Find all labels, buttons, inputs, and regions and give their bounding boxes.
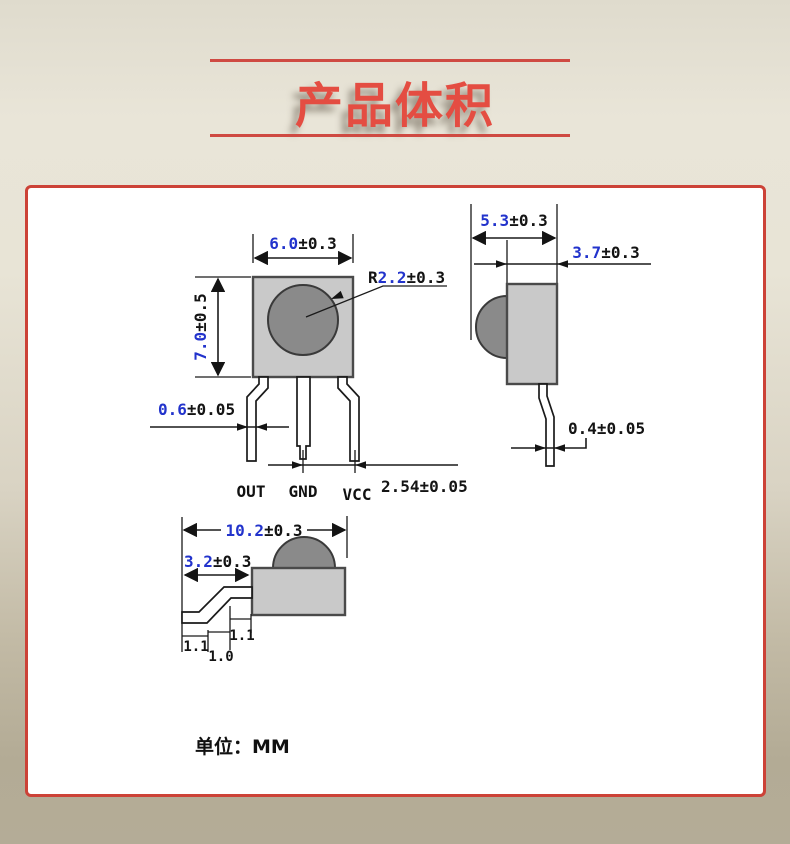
dim-tolerance: ±0.3 [509, 211, 548, 230]
lead-thickness-label: 0.4±0.05 [568, 419, 645, 438]
front-dome-lens [267, 284, 339, 356]
dim-tolerance: ±0.05 [420, 477, 468, 496]
lead-pitch-dimension: 2.54±0.05 [268, 450, 468, 496]
front-width-dimension: 6.0±0.3 [252, 234, 354, 266]
dim-tolerance: ±0.3 [213, 552, 252, 571]
dim-value: 0.6 [158, 400, 187, 419]
dim-value: 5.3 [480, 211, 509, 230]
dim-value: 3.2 [184, 552, 213, 571]
top-length-total-label: 10.2±0.3 [225, 521, 302, 540]
lead-width-dimension: 0.6±0.05 [150, 400, 289, 431]
top-dome-lens [271, 536, 337, 569]
side-dome-lens [475, 294, 508, 360]
front-pin-gnd [296, 376, 311, 460]
segment-label-2: 1.0 [208, 649, 233, 665]
segment-label-1: 1.1 [183, 639, 208, 655]
label-mask [221, 521, 307, 537]
side-depth-total-label: 5.3±0.3 [480, 211, 547, 230]
top-length-total-dimension: 10.2±0.3 [181, 516, 348, 652]
segment-label-3: 1.1 [229, 628, 254, 644]
dome-radius-dimension: R2.2±0.3 [305, 268, 447, 318]
lead-width-label: 0.6±0.05 [158, 400, 235, 419]
dim-tolerance: ±0.3 [264, 521, 303, 540]
front-height-dimension: 7.0±0.5 [191, 276, 251, 378]
side-depth-total-dimension: 5.3±0.3 [470, 204, 558, 340]
header-rule-bottom [210, 134, 570, 137]
top-lead-length-label: 3.2±0.3 [184, 552, 251, 571]
dim-value: 6.0 [269, 234, 298, 253]
pin-label-gnd: GND [289, 482, 318, 501]
lead-pitch-label: 2.54±0.05 [381, 477, 468, 496]
dim-value: 3.7 [572, 243, 601, 262]
dim-tolerance: ±0.3 [601, 243, 640, 262]
side-depth-body-label: 3.7±0.3 [572, 243, 639, 262]
front-view: 6.0±0.3 7.0±0.5 R2.2±0.3 [150, 234, 468, 504]
top-view: 10.2±0.3 3.2±0.3 1.1 1.0 1.1 [181, 516, 348, 665]
side-pin [538, 383, 555, 467]
front-pin-out [246, 376, 269, 462]
dim-tolerance: ±0.5 [191, 293, 210, 332]
pin-label-vcc: VCC [343, 485, 372, 504]
lead-segment-chain-dimensions: 1.1 1.0 1.1 [182, 606, 255, 665]
dome-radius-label: R2.2±0.3 [368, 268, 445, 287]
dim-value: 2.2 [378, 268, 407, 287]
dim-tolerance: ±0.05 [597, 419, 645, 438]
pin-label-out: OUT [237, 482, 266, 501]
dim-value: 2.54 [381, 477, 420, 496]
top-bent-pin [181, 586, 253, 624]
side-view: 5.3±0.3 3.7±0.3 [470, 204, 651, 467]
dimension-drawing: 6.0±0.3 7.0±0.5 R2.2±0.3 [150, 204, 651, 758]
top-body [250, 566, 347, 617]
unit-note: 单位：MM [195, 735, 290, 758]
drawing-panel: 6.0±0.3 7.0±0.5 R2.2±0.3 [25, 185, 766, 797]
dim-value: 7.0 [191, 332, 210, 361]
dim-value: 10.2 [225, 521, 264, 540]
lead-thickness-dimension: 0.4±0.05 [511, 419, 645, 452]
dim-tolerance: ±0.3 [298, 234, 337, 253]
dim-value: 0.4 [568, 419, 597, 438]
top-lead-length-dimension: 3.2±0.3 [183, 552, 251, 583]
side-depth-body-dimension: 3.7±0.3 [474, 240, 651, 284]
front-height-label: 7.0±0.5 [191, 293, 210, 360]
dim-tolerance: ±0.05 [187, 400, 235, 419]
dim-prefix: R [368, 268, 378, 287]
header-rule-top [210, 59, 570, 62]
page-title: 产品体积 [294, 78, 495, 134]
front-pin-vcc [337, 376, 360, 462]
front-width-label: 6.0±0.3 [269, 234, 336, 253]
dim-tolerance: ±0.3 [407, 268, 446, 287]
side-body [505, 282, 559, 386]
